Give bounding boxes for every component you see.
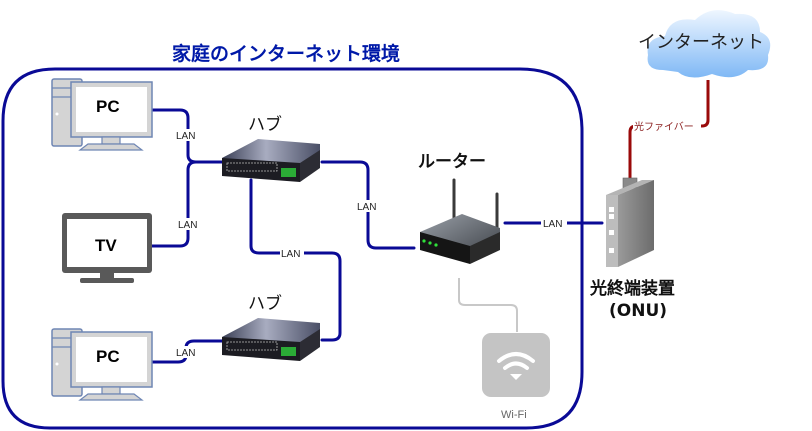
tv-label: TV <box>95 236 117 255</box>
lan-label-hub-hub: LAN <box>280 247 304 260</box>
diagram-title: 家庭のインターネット環境 <box>172 42 400 65</box>
router[interactable]: ルーター <box>418 152 500 264</box>
link-hub-hub <box>249 178 342 342</box>
internet-label: インターネット <box>638 32 764 53</box>
svg-text:LAN: LAN <box>178 220 197 231</box>
pc-top[interactable]: PC <box>51 78 153 151</box>
svg-text:LAN: LAN <box>357 202 376 213</box>
onu[interactable]: 光終端装置 (ONU) <box>589 177 675 321</box>
lan-label-pc-bottom: LAN <box>174 346 198 359</box>
tv[interactable]: TV <box>62 213 152 283</box>
cloud-icon <box>647 10 771 78</box>
svg-text:LAN: LAN <box>281 249 300 260</box>
lan-label-hub-router: LAN <box>355 200 383 213</box>
internet-cloud[interactable]: インターネット <box>638 10 771 78</box>
switch-hub-icon <box>222 139 320 182</box>
pc-top-label: PC <box>96 97 120 116</box>
onu-label-line2: (ONU) <box>609 301 667 321</box>
home-network-boundary <box>1 67 584 430</box>
hub-bottom[interactable]: ハブ <box>222 293 320 361</box>
svg-text:LAN: LAN <box>176 131 195 142</box>
wifi-access-point[interactable]: Wi-Fi <box>482 333 550 421</box>
onu-label-line1: 光終端装置 <box>589 278 675 299</box>
pc-bottom[interactable]: PC <box>51 328 153 401</box>
wifi-icon <box>497 352 535 380</box>
pc-bottom-label: PC <box>96 347 120 366</box>
wireless-router-icon <box>420 178 500 264</box>
lan-label-pc-top: LAN <box>174 129 202 142</box>
lan-label-tv: LAN <box>176 218 204 231</box>
svg-text:LAN: LAN <box>543 219 562 230</box>
fiber-label: 光ファイバー <box>633 120 701 133</box>
link-tv-hub <box>150 160 198 248</box>
lan-label-router-onu: LAN <box>541 217 567 230</box>
onu-device-icon <box>606 177 654 267</box>
hub-bottom-label: ハブ <box>248 293 282 314</box>
switch-hub-icon <box>222 318 320 361</box>
wifi-label: Wi-Fi <box>501 409 527 421</box>
hub-top[interactable]: ハブ <box>222 114 320 182</box>
tv-icon <box>62 213 152 283</box>
hub-top-label: ハブ <box>248 114 282 135</box>
pc-monitor-icon <box>70 331 153 401</box>
pc-monitor-icon <box>70 81 153 151</box>
svg-text:LAN: LAN <box>176 348 195 359</box>
router-label: ルーター <box>418 152 486 172</box>
link-router-wifi <box>458 278 518 332</box>
svg-text:光ファイバー: 光ファイバー <box>634 120 694 133</box>
